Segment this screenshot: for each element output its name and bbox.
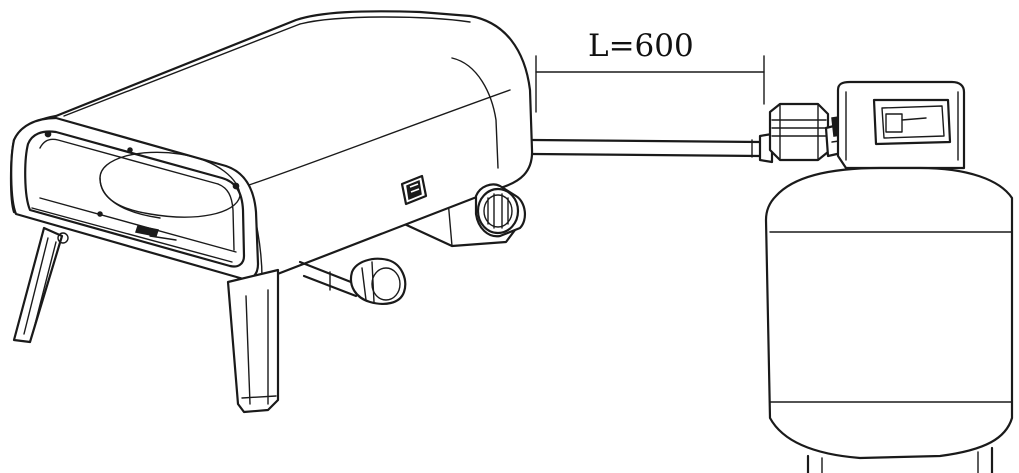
tank-body — [764, 166, 1014, 460]
propane-tank — [764, 80, 1014, 473]
pizza-oven — [9, 10, 534, 414]
dimension-line — [535, 55, 765, 113]
tank-foot-ring — [806, 446, 994, 473]
oven-logo-badge — [400, 174, 428, 206]
gas-regulator — [758, 102, 849, 164]
gas-inlet-fitting — [298, 257, 407, 305]
gas-control-knob — [474, 183, 526, 238]
pizza-stone — [99, 151, 241, 218]
oven-leg-left — [12, 226, 69, 344]
hose-length-label: L=600 — [588, 28, 694, 64]
gas-hose — [531, 138, 762, 158]
tank-collar — [836, 80, 966, 170]
oven-leg-right — [226, 268, 280, 414]
